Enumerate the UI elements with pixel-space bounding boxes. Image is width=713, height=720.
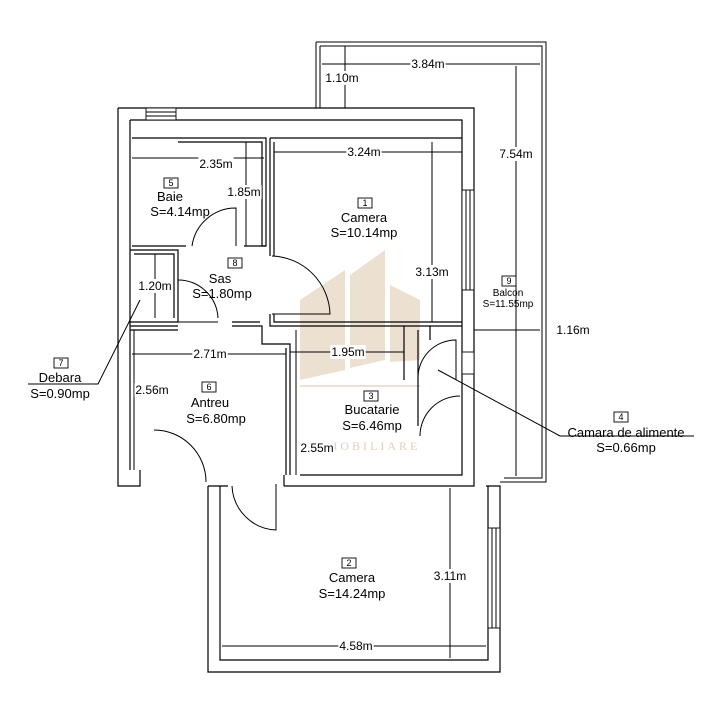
room-number-8: 8 <box>232 258 237 268</box>
dim-label-bg <box>432 569 468 583</box>
room-number-9: 9 <box>506 276 511 286</box>
dim-room1-width: 3.24m <box>347 145 380 159</box>
dim-label-bg <box>137 279 173 293</box>
dim-hall-height: 2.56m <box>135 383 168 397</box>
dim-kitchen-height: 2.55m <box>300 441 333 455</box>
dim-label-bg <box>198 157 234 171</box>
room-number-3: 3 <box>368 391 373 401</box>
dim-room1-height: 3.13m <box>415 265 448 279</box>
window-room2 <box>487 527 501 629</box>
window-kitchen <box>461 351 475 375</box>
dim-room2-height: 3.11m <box>434 569 466 583</box>
dim-label-bg <box>338 639 374 653</box>
room-area-baie: S=4.14mp <box>150 204 210 219</box>
dim-label-bg <box>226 185 262 199</box>
dim-room2-width: 4.58m <box>339 639 372 653</box>
room-numbers: 1 2 3 4 5 6 7 8 9 <box>53 177 629 569</box>
dim-label-bg <box>346 145 382 159</box>
room-name-camera-2: Camera <box>329 570 376 585</box>
room-number-1: 1 <box>362 198 367 208</box>
dim-label-bg <box>498 147 534 161</box>
dimension-labels: 3.84m 1.10m 7.54m 1.16m 3.24m 3.13m 2.35… <box>134 57 591 653</box>
dim-bath-width: 2.35m <box>199 157 232 171</box>
room-number-5: 5 <box>168 178 173 188</box>
room-name-camara: Camara de alimente <box>567 425 684 440</box>
dim-label-bg <box>414 265 450 279</box>
dim-balcony-length: 7.54m <box>499 147 532 161</box>
room-labels: Camera S=10.14mp Camera S=14.24mp Bucata… <box>30 189 684 601</box>
dim-sas-height: 1.20m <box>138 279 171 293</box>
room-number-6: 6 <box>206 382 211 392</box>
dim-balcony-width: 3.84m <box>411 57 444 71</box>
dim-label-bg <box>330 345 366 359</box>
doors <box>153 207 461 531</box>
dim-label-bg <box>192 347 228 361</box>
windows <box>145 107 501 629</box>
room-name-sas: Sas <box>209 271 232 286</box>
window-room1 <box>461 189 475 291</box>
room-number-4: 4 <box>618 412 623 422</box>
room-name-camera-1: Camera <box>341 210 388 225</box>
dim-balcony-top: 1.10m <box>325 71 358 85</box>
room-area-balcon: S=11.55mp <box>483 299 534 310</box>
room-area-sas: S=1.80mp <box>192 286 252 301</box>
room-area-camera-2: S=14.24mp <box>319 586 386 601</box>
dim-label-bg <box>410 57 446 71</box>
room-name-bucatarie: Bucatarie <box>345 402 400 417</box>
dim-bath-height: 1.85m <box>227 185 260 199</box>
room-name-balcon: Balcon <box>493 288 524 299</box>
room-number-2: 2 <box>346 558 351 568</box>
dim-hall-width: 2.71m <box>193 347 226 361</box>
room-area-camera-1: S=10.14mp <box>331 225 398 240</box>
window-bath <box>145 107 177 121</box>
room-name-baie: Baie <box>157 189 183 204</box>
dim-kitchen-width: 1.95m <box>331 345 364 359</box>
room-number-7: 7 <box>58 358 63 368</box>
room-area-antreu: S=6.80mp <box>186 411 246 426</box>
room-area-bucatarie: S=6.46mp <box>342 418 402 433</box>
dim-label-bg <box>555 323 591 337</box>
room-area-camara: S=0.66mp <box>596 440 656 455</box>
room-name-debara: Debara <box>39 370 82 385</box>
room-name-antreu: Antreu <box>191 395 229 410</box>
room-area-debara: S=0.90mp <box>30 386 90 401</box>
dim-label-bg <box>299 441 335 455</box>
dim-label-bg <box>324 71 360 85</box>
dim-label-bg <box>134 383 170 397</box>
dim-balcony-depth: 1.16m <box>556 323 589 337</box>
watermark-text: IMOBILIARE <box>320 439 421 453</box>
